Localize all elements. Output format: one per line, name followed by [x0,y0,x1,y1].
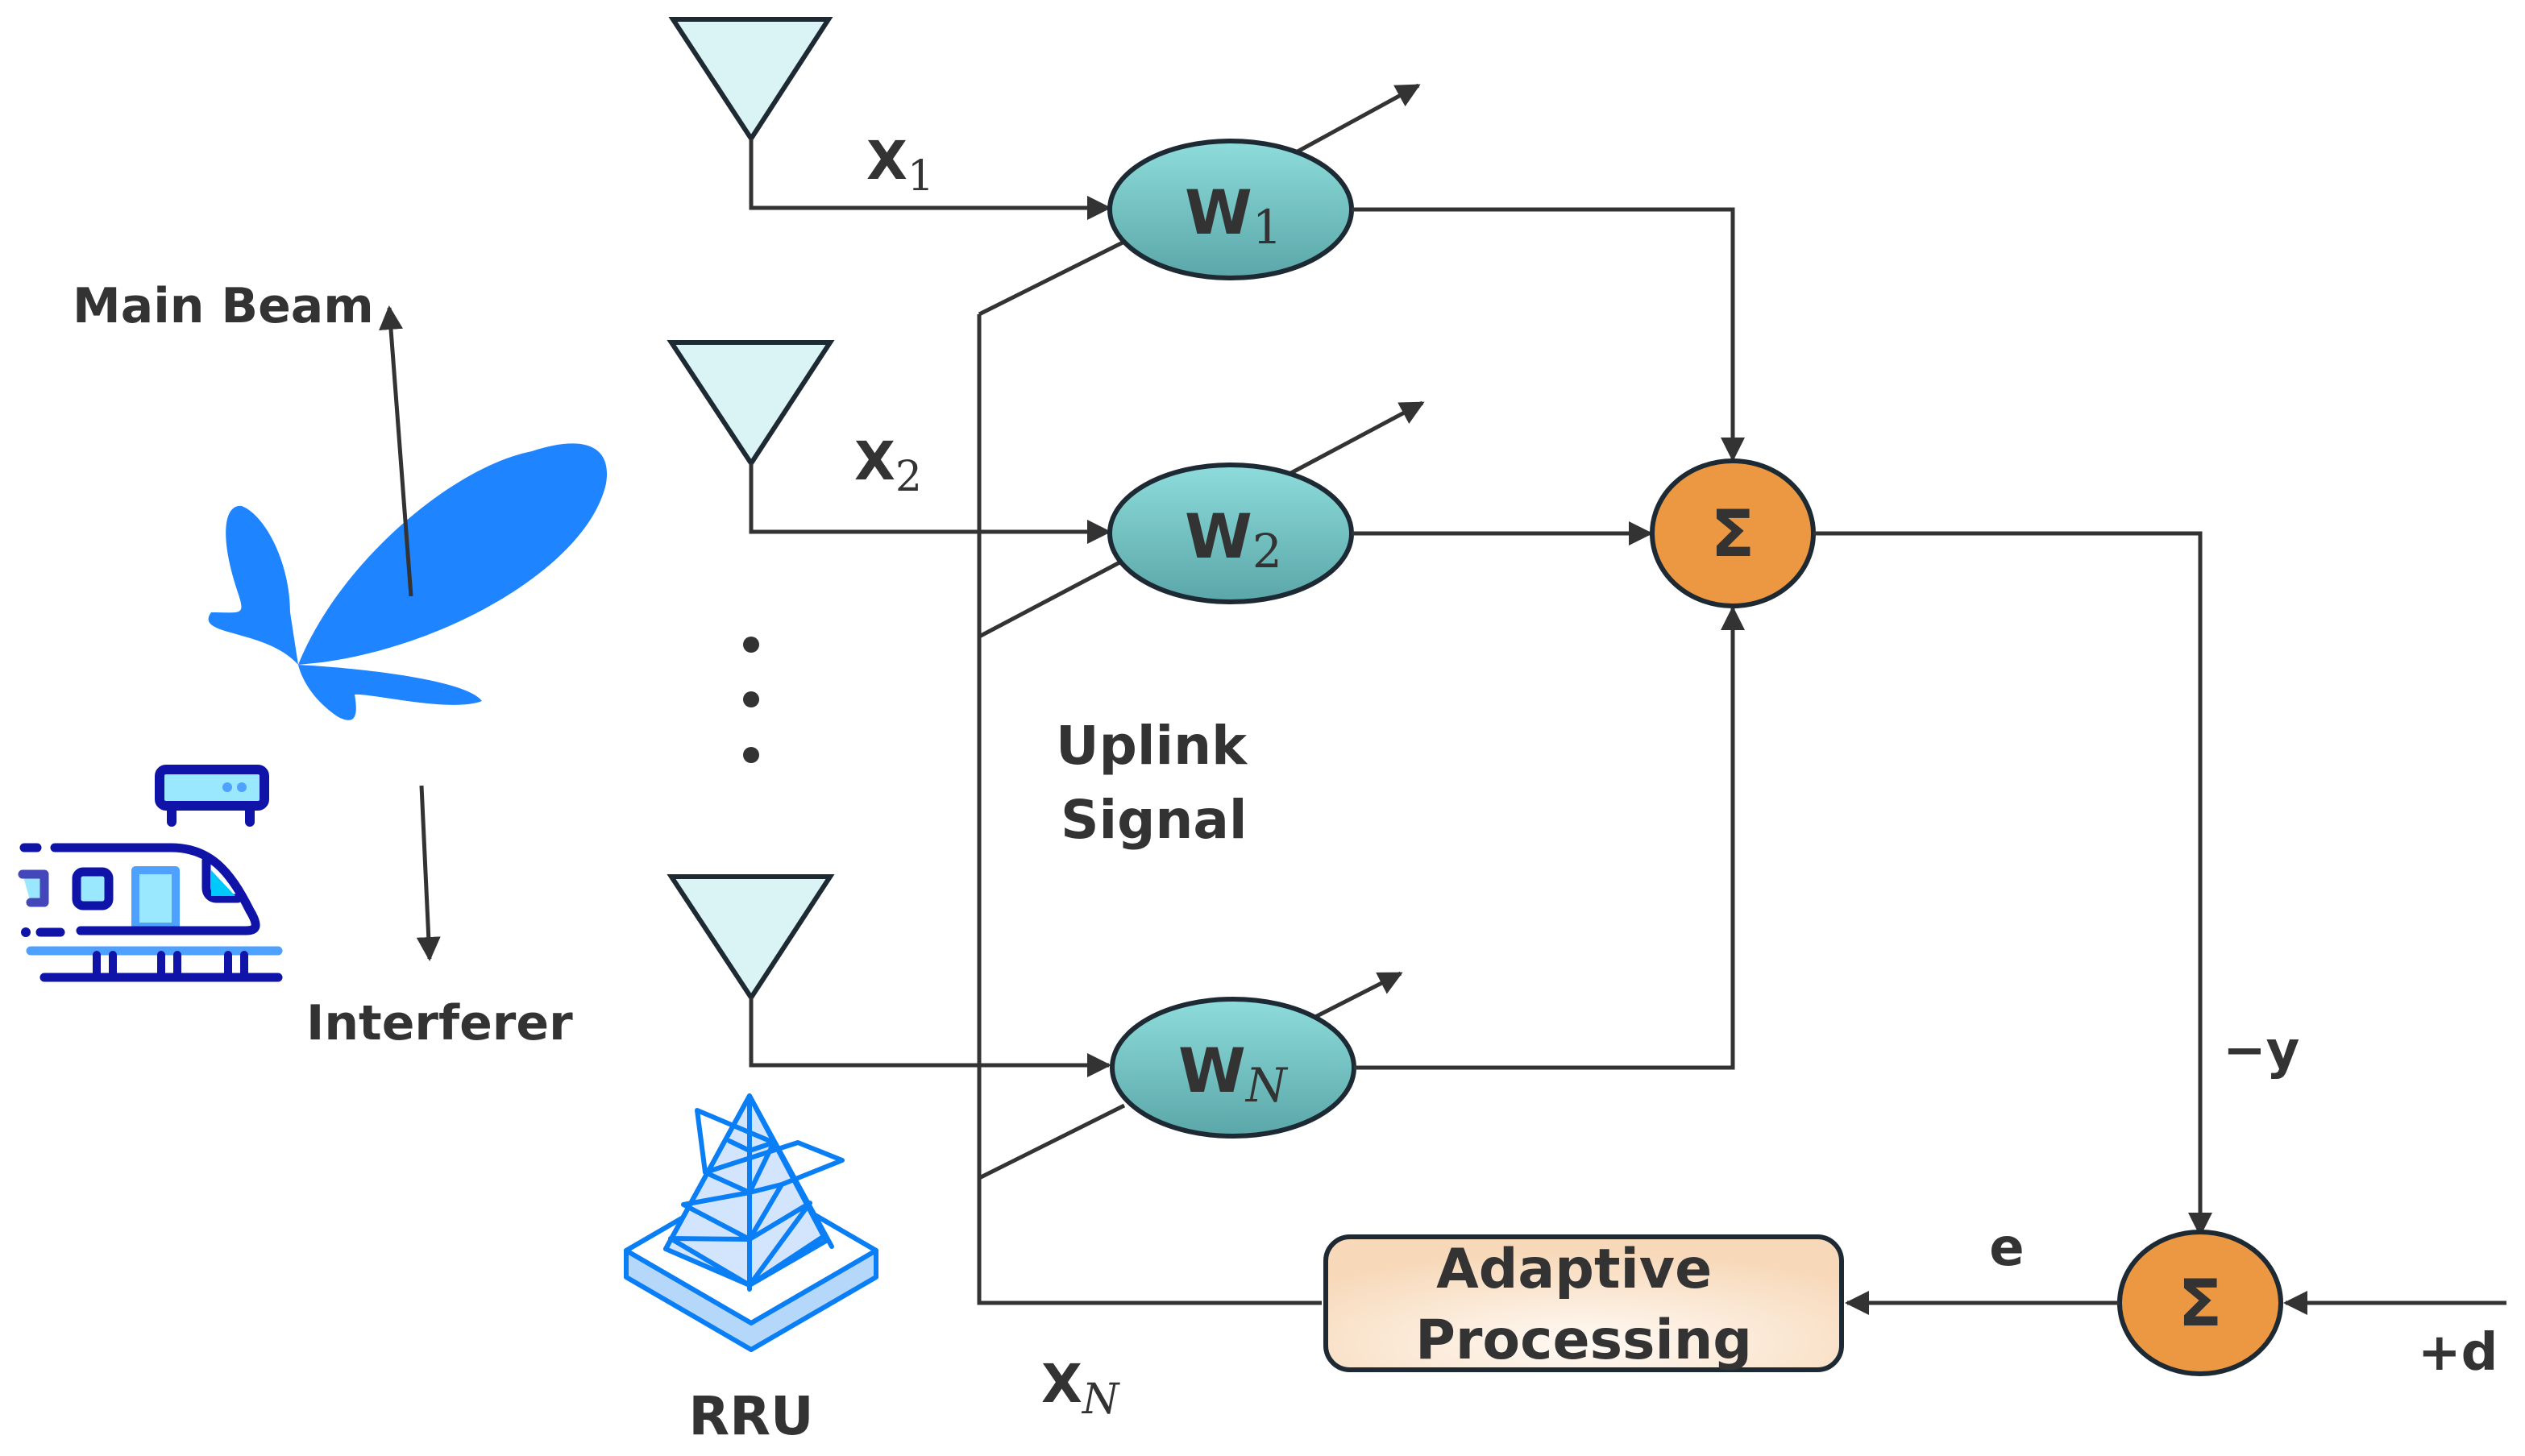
interferer-label: Interferer [306,995,573,1052]
weight-adjust-line-n [978,1103,1126,1180]
antenna-2 [667,340,835,468]
uplink-signal-label: Uplink Signal [1056,715,1265,851]
combiner-summer: Σ [1650,458,1816,608]
main-beam-arrow [379,305,413,597]
svg-text:W1: W1 [1185,176,1282,255]
desired-d-label: +d [2418,1323,2498,1383]
weight-adjust-line-1 [978,239,1126,317]
wire-wn-to-sum [1354,606,1745,1070]
neg-y-label: −y [2223,1021,2299,1081]
antenna-icon [668,17,833,143]
weight-node-1: W1 [1107,139,1354,280]
ellipsis-dots [743,637,759,763]
wire-output-y [1813,531,2212,1237]
wire-x2 [749,463,1111,544]
adaptive-processing-block: Adaptive Processing [1323,1234,1844,1372]
input-label-x1: X1 [866,130,934,201]
antenna-icon [667,340,835,468]
error-e-label: e [1989,1218,2024,1278]
weight-1-adjust-arrow [1296,83,1421,154]
train-icon [18,765,283,982]
rru-label: RRU [688,1385,813,1447]
error-summer: Σ [2117,1230,2283,1376]
svg-text:Adaptive Processing: Adaptive Processing [1415,1238,1752,1372]
antenna-1 [668,17,833,143]
interferer-arrow [416,785,441,961]
feedback-bus [977,314,1322,1305]
svg-text:Σ: Σ [2178,1266,2223,1341]
main-beam-label: Main Beam [73,278,374,334]
weight-n-adjust-arrow [1314,971,1403,1019]
svg-text:W2: W2 [1185,500,1282,579]
input-label-x2: X2 [854,430,922,501]
wire-xn [749,998,1111,1077]
weight-adjust-line-2 [978,558,1126,639]
wire-w1-to-sum [1352,207,1745,462]
input-label-xn: XN [1041,1353,1120,1424]
antenna-icon [667,874,835,1002]
weight-node-2: W2 [1107,463,1354,604]
svg-text:Σ: Σ [1711,496,1755,571]
beam-pattern-icon [208,443,608,720]
rru-tower-icon [624,1093,878,1352]
weight-2-adjust-arrow [1288,400,1425,476]
wire-x1 [749,139,1111,220]
antenna-n [667,874,835,1002]
svg-text:WN: WN [1178,1035,1289,1113]
weight-node-n: WN [1110,997,1356,1139]
